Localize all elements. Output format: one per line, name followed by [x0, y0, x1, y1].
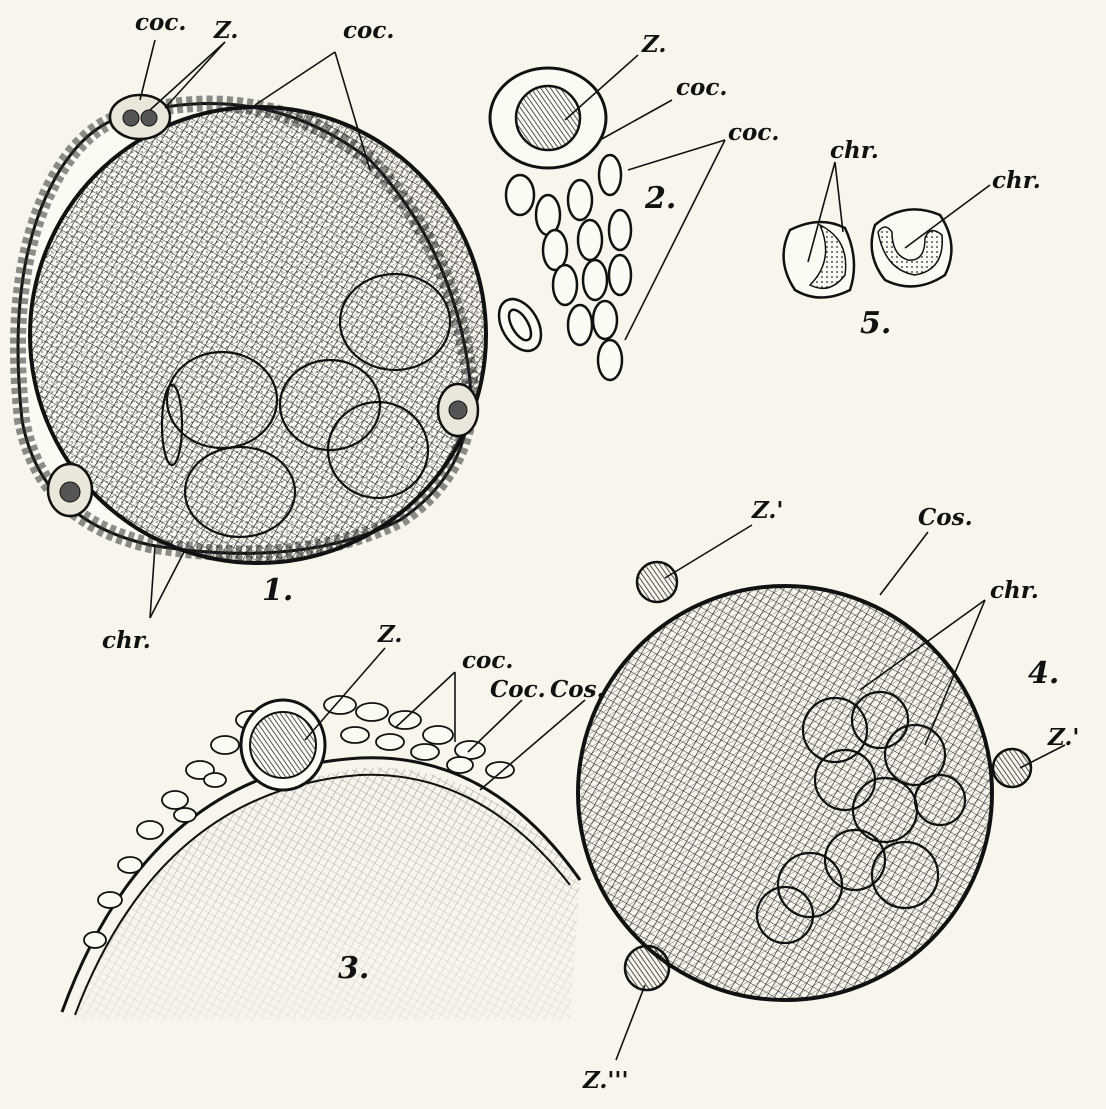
fig4-label-z3: Z.''' [582, 1067, 629, 1094]
fig4-label-z1: Z.' [751, 497, 783, 524]
fig1-label-z: Z. [213, 17, 238, 44]
fig4-label-chr: chr. [990, 577, 1039, 604]
fig5-label-chr-left: chr. [830, 137, 879, 164]
fig3-central-body [60, 760, 600, 1030]
fig1-number: 1. [262, 573, 293, 608]
fig3-number: 3. [338, 951, 369, 986]
fig3-zooxanthella [241, 700, 325, 790]
figure-1: coc. Z. coc. chr. 1. [18, 9, 490, 654]
fig1-label-coc-right: coc. [343, 17, 394, 44]
fig3-label-coc: coc. [462, 647, 513, 674]
figure-4: Z.' Cos. chr. Z.' Z.''' 4. [575, 497, 1079, 1094]
fig1-label-coc-left: coc. [135, 9, 186, 36]
fig3-label-z: Z. [377, 621, 402, 648]
fig1-label-chr: chr. [102, 627, 151, 654]
fig4-number: 4. [1028, 656, 1059, 691]
figure-5: chr. chr. 5. [784, 137, 1041, 341]
figure-2: Z. coc. coc. 2. [490, 31, 779, 380]
figure-3: Z. coc. Coc. Cos. 3. [60, 621, 605, 1030]
fig2-label-z: Z. [641, 31, 666, 58]
fig4-label-z2: Z.' [1047, 724, 1079, 751]
fig4-label-cos: Cos. [918, 504, 973, 531]
fig2-cocoliths [490, 155, 631, 380]
fig2-zooxanthella [490, 68, 606, 168]
fig5-label-chr-right: chr. [992, 167, 1041, 194]
fig2-number: 2. [644, 181, 676, 216]
fig5-number: 5. [860, 306, 891, 341]
fig3-label-cos: Cos. [550, 676, 605, 703]
fig3-label-coc-cap: Coc. [490, 676, 546, 703]
fig2-label-coc-right: coc. [728, 119, 779, 146]
fig2-label-coc-top: coc. [676, 74, 727, 101]
